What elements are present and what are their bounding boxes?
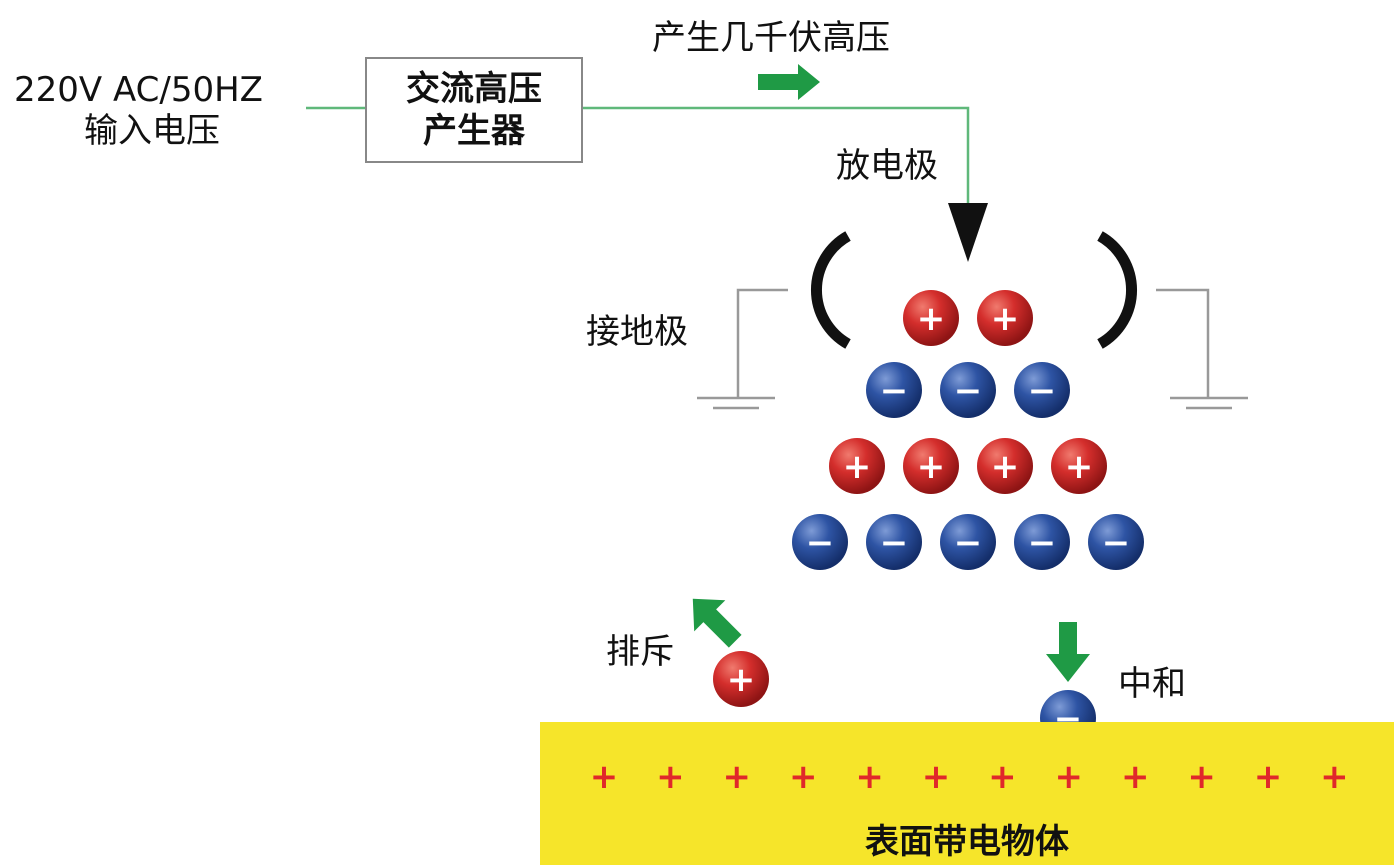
negative-ion: − — [1014, 514, 1070, 570]
surface-positive-charge: + — [1320, 757, 1349, 797]
positive-ion: + — [1051, 438, 1107, 494]
input-voltage-label: 220V AC/50HZ — [14, 70, 263, 110]
generator-label-line1: 交流高压 — [406, 69, 542, 109]
output-wire — [583, 106, 970, 206]
input-voltage-caption: 输入电压 — [84, 111, 220, 151]
surface-positive-charge: + — [922, 757, 951, 797]
output-voltage-label: 产生几千伏高压 — [652, 18, 890, 58]
negative-ion: − — [866, 362, 922, 418]
negative-ion: − — [940, 362, 996, 418]
surface-positive-charge: + — [988, 757, 1017, 797]
charged-surface-label: 表面带电物体 — [865, 822, 1069, 862]
positive-ion-symbol: + — [843, 447, 872, 487]
negative-ion-symbol: − — [1028, 523, 1057, 563]
positive-ion-symbol: + — [917, 447, 946, 487]
positive-ion-symbol: + — [1065, 447, 1094, 487]
repel-label: 排斥 — [606, 632, 674, 672]
positive-ion: + — [903, 290, 959, 346]
positive-ion-symbol: + — [991, 447, 1020, 487]
positive-ion: + — [829, 438, 885, 494]
positive-ion-symbol: + — [991, 299, 1020, 339]
surface-positive-charge: + — [1187, 757, 1216, 797]
discharge-electrode-tip — [948, 203, 988, 262]
surface-positive-charge: + — [1254, 757, 1283, 797]
negative-ion: − — [1014, 362, 1070, 418]
positive-ion: + — [977, 290, 1033, 346]
ground-electrode-label: 接地极 — [586, 312, 688, 352]
surface-positive-charge: + — [1055, 757, 1084, 797]
surface-positive-charge: + — [590, 757, 619, 797]
negative-ion-symbol: − — [1028, 371, 1057, 411]
negative-ion-symbol: − — [880, 371, 909, 411]
negative-ion-symbol: − — [954, 523, 983, 563]
positive-ion-symbol: + — [917, 299, 946, 339]
negative-ion: − — [866, 514, 922, 570]
positive-ion-symbol: + — [727, 660, 756, 700]
surface-positive-charge: + — [723, 757, 752, 797]
positive-ion: + — [977, 438, 1033, 494]
negative-ion-symbol: − — [1102, 523, 1131, 563]
negative-ion-symbol: − — [954, 371, 983, 411]
negative-ion: − — [940, 514, 996, 570]
high-voltage-generator-box: 交流高压 产生器 — [365, 57, 583, 163]
negative-ion: − — [1088, 514, 1144, 570]
repelled-positive-ion: + — [713, 651, 769, 707]
ground-wire-right — [1156, 288, 1210, 398]
surface-positive-charge: + — [1121, 757, 1150, 797]
ground-electrode-right — [1097, 231, 1138, 349]
negative-ion-symbol: − — [880, 523, 909, 563]
surface-positive-charge: + — [656, 757, 685, 797]
surface-positive-charge: + — [789, 757, 818, 797]
neutralize-arrow — [1046, 622, 1090, 682]
output-arrow-right — [758, 64, 820, 100]
negative-ion-symbol: − — [806, 523, 835, 563]
generator-label-line2: 产生器 — [423, 111, 525, 151]
ground-electrode-left — [810, 231, 851, 349]
charged-surface — [540, 722, 1394, 865]
repel-arrow — [692, 598, 742, 648]
discharge-electrode-label: 放电极 — [836, 146, 938, 186]
negative-ion: − — [792, 514, 848, 570]
neutralize-label: 中和 — [1118, 664, 1186, 704]
ground-wire-left — [736, 288, 788, 398]
surface-positive-charge: + — [855, 757, 884, 797]
positive-ion: + — [903, 438, 959, 494]
